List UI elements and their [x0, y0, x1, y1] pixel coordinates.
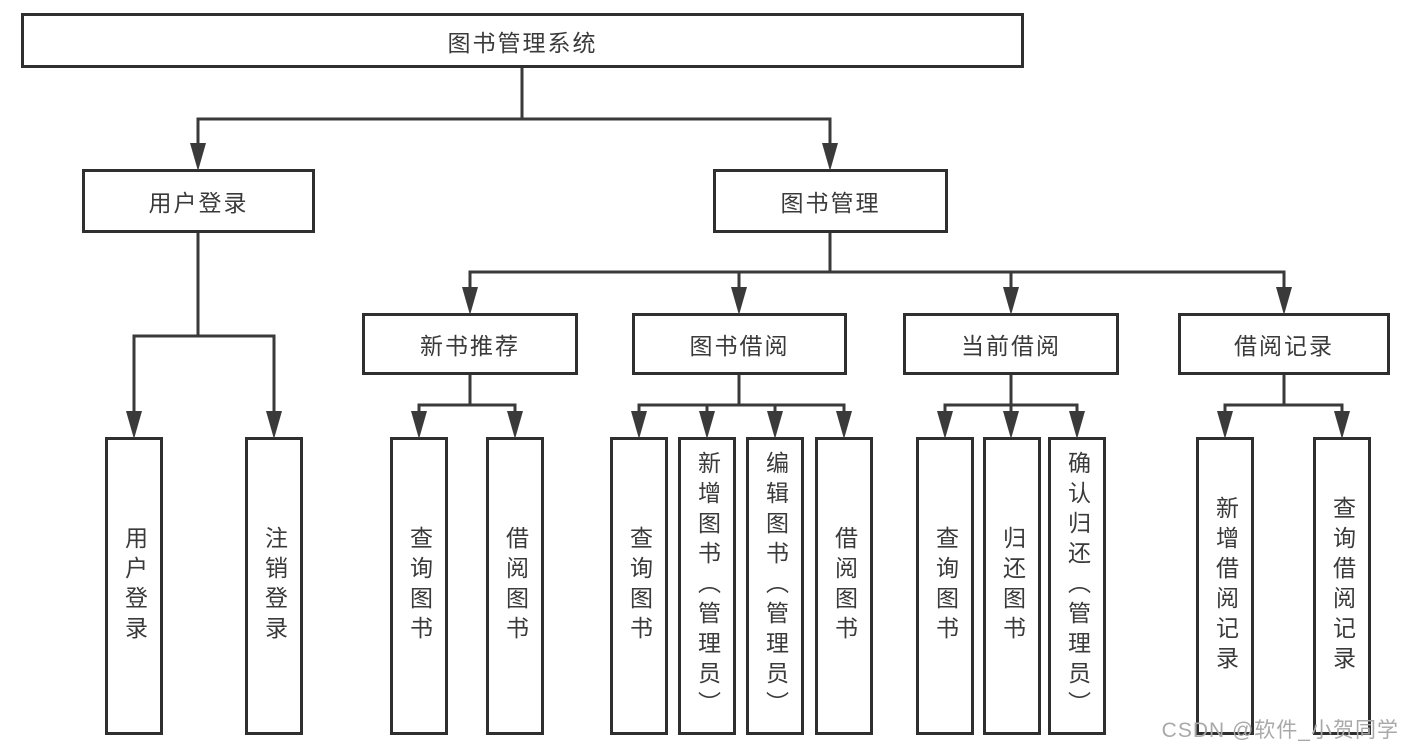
leaf-return-books: 归还图书 — [983, 437, 1041, 735]
connector-newbooks-split — [417, 375, 517, 417]
leaf-add-borrow-record-label: 新增借阅记录 — [1212, 496, 1239, 676]
arrowhead-leaf-edit-books — [767, 411, 783, 439]
connector-current-split — [943, 375, 1079, 417]
arrowhead-book-borrowing — [731, 287, 747, 315]
leaf-borrow-books-2-label: 借阅图书 — [831, 526, 858, 646]
leaf-query-books-3-label: 查询图书 — [932, 526, 959, 646]
leaf-confirm-return-admin-label: 确认归还（管理员） — [1064, 451, 1091, 721]
node-book-management-label: 图书管理 — [780, 190, 881, 216]
node-user-login: 用户登录 — [82, 169, 315, 233]
node-book-borrowing-label: 图书借阅 — [689, 333, 790, 359]
arrowhead-leaf-logout — [266, 411, 282, 439]
leaf-confirm-return-admin: 确认归还（管理员） — [1048, 437, 1106, 735]
leaf-borrow-books-1-label: 借阅图书 — [502, 526, 529, 646]
arrowhead-current-borrowing — [1003, 287, 1019, 315]
node-book-management: 图书管理 — [713, 169, 948, 233]
leaf-query-books-2-label: 查询图书 — [626, 526, 653, 646]
arrowhead-leaf-query-books-3 — [937, 411, 953, 439]
node-user-login-label: 用户登录 — [148, 190, 249, 216]
arrowhead-user-login — [190, 143, 206, 171]
node-new-book-recommendation: 新书推荐 — [362, 313, 578, 375]
leaf-user-login-label: 用户登录 — [121, 526, 148, 646]
leaf-logout-label: 注销登录 — [261, 526, 288, 646]
csdn-watermark: CSDN @软件_小贺同学 — [1161, 719, 1399, 742]
leaf-add-books-admin-label: 新增图书（管理员） — [694, 451, 721, 721]
arrowhead-book-management — [822, 143, 838, 171]
leaf-query-books-1: 查询图书 — [390, 437, 448, 735]
arrowhead-leaf-confirm-return — [1069, 411, 1085, 439]
connector-root-to-level2 — [196, 68, 832, 149]
leaf-query-books-3: 查询图书 — [916, 437, 974, 735]
leaf-query-borrow-record: 查询借阅记录 — [1313, 437, 1371, 735]
node-library-system-label: 图书管理系统 — [447, 29, 598, 56]
arrowhead-leaf-query-books-1 — [411, 411, 427, 439]
node-borrowing-records: 借阅记录 — [1178, 313, 1390, 375]
leaf-add-books-admin: 新增图书（管理员） — [678, 437, 736, 735]
leaf-edit-books-admin-label: 编辑图书（管理员） — [762, 451, 789, 721]
arrowhead-leaf-return-books — [1003, 411, 1019, 439]
arrowhead-leaf-query-books-2 — [631, 411, 647, 439]
leaf-query-books-2: 查询图书 — [610, 437, 668, 735]
arrowhead-leaf-add-record — [1217, 411, 1233, 439]
arrowhead-leaf-query-record — [1334, 411, 1350, 439]
leaf-add-borrow-record: 新增借阅记录 — [1196, 437, 1254, 735]
connector-records-split — [1223, 375, 1344, 417]
node-library-system: 图书管理系统 — [21, 13, 1024, 68]
arrowhead-leaf-borrow-books-1 — [507, 411, 523, 439]
arrowhead-leaf-user-login — [126, 411, 142, 439]
arrowhead-new-book-recommendation — [462, 287, 478, 315]
leaf-query-books-1-label: 查询图书 — [406, 526, 433, 646]
connector-bookborrow-split — [637, 375, 846, 417]
node-book-borrowing: 图书借阅 — [632, 313, 847, 375]
leaf-borrow-books-2: 借阅图书 — [815, 437, 873, 735]
leaf-edit-books-admin: 编辑图书（管理员） — [746, 437, 804, 735]
leaf-return-books-label: 归还图书 — [999, 526, 1026, 646]
leaf-borrow-books-1: 借阅图书 — [486, 437, 544, 735]
arrowhead-leaf-add-books — [699, 411, 715, 439]
leaf-logout: 注销登录 — [245, 437, 303, 735]
node-current-borrowing: 当前借阅 — [903, 313, 1119, 375]
leaf-query-borrow-record-label: 查询借阅记录 — [1329, 496, 1356, 676]
node-borrowing-records-label: 借阅记录 — [1234, 333, 1334, 359]
node-new-book-recommendation-label: 新书推荐 — [420, 333, 520, 359]
node-current-borrowing-label: 当前借阅 — [961, 333, 1061, 359]
connector-userlogin-split — [132, 233, 276, 417]
arrowhead-borrowing-records — [1276, 287, 1292, 315]
arrowhead-leaf-borrow-books-2 — [836, 411, 852, 439]
leaf-user-login: 用户登录 — [105, 437, 163, 735]
connector-bookmgmt-to-level3 — [468, 233, 1286, 291]
